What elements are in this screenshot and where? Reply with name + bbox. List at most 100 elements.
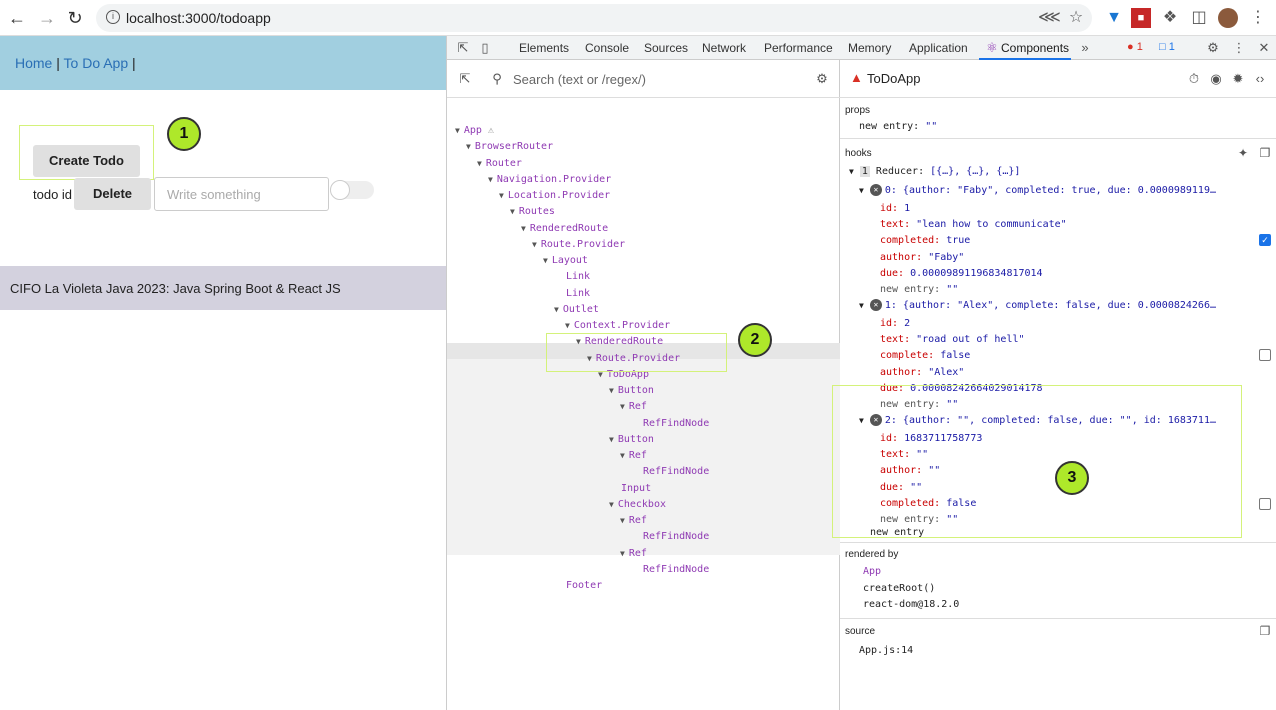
- hook-field[interactable]: author: "Alex": [880, 366, 964, 380]
- source-value[interactable]: App.js:14: [859, 645, 914, 656]
- home-link[interactable]: Home: [15, 55, 53, 71]
- tree-node-location-provider[interactable]: ▼Location.Provider: [499, 188, 610, 204]
- hook-field[interactable]: text: "lean how to communicate": [880, 218, 1067, 232]
- tree-node-context-provider[interactable]: ▼Context.Provider: [565, 318, 670, 334]
- address-bar[interactable]: i localhost:3000/todoapp: [96, 4, 1092, 32]
- tree-node-browserrouter[interactable]: ▼BrowserRouter: [466, 139, 553, 155]
- expand-arrow-icon[interactable]: ▼: [859, 416, 864, 425]
- more-tabs-icon[interactable]: »: [1081, 40, 1089, 55]
- timer-icon[interactable]: ⏱: [1188, 71, 1200, 86]
- tree-node-routes[interactable]: ▼Routes: [510, 204, 555, 220]
- tree-node-ref[interactable]: ▼Ref: [620, 513, 647, 529]
- vuetify-extension-icon[interactable]: ▼: [1106, 9, 1122, 26]
- hook-field[interactable]: text: "": [880, 448, 928, 462]
- expand-arrow-icon[interactable]: ▼: [499, 191, 504, 200]
- expand-arrow-icon[interactable]: ▼: [620, 548, 625, 558]
- hook-field[interactable]: new entry: "": [880, 283, 958, 297]
- puzzle-icon[interactable]: ❖: [1162, 9, 1178, 26]
- expand-arrow-icon[interactable]: ▼: [477, 158, 482, 168]
- hook-field[interactable]: complete: false: [880, 349, 970, 363]
- side-panel-icon[interactable]: ◫: [1191, 9, 1207, 26]
- expand-arrow-icon[interactable]: ▼: [859, 186, 864, 195]
- hook-field[interactable]: id: 1683711758773: [880, 432, 982, 446]
- new-entry-row[interactable]: new entry: [870, 527, 925, 538]
- tree-node-app[interactable]: ▼App ⚠: [455, 123, 494, 139]
- tab-network[interactable]: Network: [702, 41, 747, 55]
- hook-field[interactable]: new entry: "": [880, 513, 958, 527]
- expand-arrow-icon[interactable]: ▼: [587, 353, 592, 363]
- tree-node-ref[interactable]: ▼Ref: [620, 399, 647, 415]
- completed-toggle[interactable]: [330, 180, 374, 200]
- tree-node-button[interactable]: ▼Button: [609, 432, 654, 448]
- tree-node-reffindnode[interactable]: RefFindNode: [643, 562, 709, 578]
- expand-arrow-icon[interactable]: ▼: [620, 516, 625, 525]
- tab-memory[interactable]: Memory: [848, 41, 892, 55]
- eye-icon[interactable]: ◉: [1210, 71, 1222, 86]
- close-icon[interactable]: ✕: [1258, 40, 1270, 55]
- expand-arrow-icon[interactable]: ▼: [609, 386, 614, 395]
- expand-arrow-icon[interactable]: ▼: [521, 223, 526, 233]
- props-new-entry[interactable]: new entry: "": [859, 120, 937, 134]
- copy-icon[interactable]: ❐: [1259, 624, 1271, 638]
- tree-node-renderedroute[interactable]: ▼RenderedRoute: [521, 221, 608, 237]
- tree-node-router[interactable]: ▼Router: [477, 156, 522, 172]
- select-element-icon[interactable]: ⇱: [459, 71, 471, 86]
- tree-node-renderedroute[interactable]: ▼RenderedRoute: [576, 334, 663, 350]
- gear-icon[interactable]: ⚙: [1207, 40, 1219, 55]
- kebab-menu-icon[interactable]: ⋮: [1250, 9, 1266, 26]
- tree-node-ref[interactable]: ▼Ref: [620, 448, 647, 464]
- info-icon[interactable]: i: [106, 10, 120, 24]
- create-todo-button[interactable]: Create Todo: [33, 145, 140, 177]
- avatar[interactable]: [1218, 8, 1238, 28]
- expand-arrow-icon[interactable]: ▼: [543, 256, 548, 265]
- hook-field[interactable]: author: "": [880, 464, 940, 478]
- inspect-icon[interactable]: ⇱: [457, 40, 469, 55]
- hook-item-header[interactable]: ▼ ✕2: {author: "", completed: false, due…: [859, 414, 1216, 428]
- arrow-left-icon[interactable]: ←: [8, 8, 26, 28]
- tab-components[interactable]: Components: [1001, 41, 1070, 55]
- tree-node-ref[interactable]: ▼Ref: [620, 546, 647, 562]
- remove-icon[interactable]: ✕: [869, 414, 882, 426]
- hook-field[interactable]: due: "": [880, 481, 922, 495]
- expand-arrow-icon[interactable]: ▼: [455, 126, 460, 135]
- hook-field[interactable]: completed: false: [880, 497, 976, 511]
- copy-icon[interactable]: ❐: [1259, 146, 1271, 160]
- tree-node-route-provider[interactable]: ▼Route.Provider: [587, 351, 680, 367]
- todo-app-link[interactable]: To Do App: [63, 55, 129, 71]
- share-icon[interactable]: ⋘: [1038, 9, 1061, 26]
- expand-arrow-icon[interactable]: ▼: [565, 321, 570, 330]
- expand-arrow-icon[interactable]: ▼: [598, 369, 603, 379]
- tree-node-link[interactable]: Link: [566, 286, 590, 302]
- expand-arrow-icon[interactable]: ▼: [620, 402, 625, 412]
- expand-arrow-icon[interactable]: ▼: [488, 174, 493, 184]
- tree-node-footer[interactable]: Footer: [566, 578, 602, 594]
- tree-node-route-provider[interactable]: ▼Route.Provider: [532, 237, 625, 253]
- tree-node-input[interactable]: Input: [621, 481, 651, 497]
- tree-node-layout[interactable]: ▼Layout: [543, 253, 588, 269]
- expand-arrow-icon[interactable]: ▼: [576, 337, 581, 347]
- expand-arrow-icon[interactable]: ▼: [859, 301, 864, 310]
- tree-node-reffindnode[interactable]: RefFindNode: [643, 464, 709, 480]
- hook-field[interactable]: author: "Faby": [880, 251, 964, 265]
- wand-icon[interactable]: ✦: [1237, 146, 1249, 160]
- hook-field[interactable]: id: 1: [880, 202, 910, 216]
- delete-button[interactable]: Delete: [74, 178, 151, 210]
- remove-icon[interactable]: ✕: [869, 299, 882, 311]
- tab-application[interactable]: Application: [909, 41, 968, 55]
- todo-text-input[interactable]: Write something: [154, 177, 329, 211]
- expand-arrow-icon[interactable]: ▼: [609, 434, 614, 444]
- hook-field[interactable]: completed: true: [880, 234, 970, 248]
- tree-node-outlet[interactable]: ▼Outlet: [554, 302, 599, 318]
- hook-field[interactable]: text: "road out of hell": [880, 333, 1025, 347]
- completed-checkbox[interactable]: [1259, 349, 1271, 361]
- expand-arrow-icon[interactable]: ▼: [554, 304, 559, 314]
- hook-field[interactable]: id: 2: [880, 317, 910, 331]
- hook-field[interactable]: new entry: "": [880, 398, 958, 412]
- expand-arrow-icon[interactable]: ▼: [466, 142, 471, 152]
- tree-node-reffindnode[interactable]: RefFindNode: [643, 529, 709, 545]
- hook-field[interactable]: due: 0.00008242664029014178: [880, 382, 1043, 396]
- completed-checkbox[interactable]: ✓: [1259, 234, 1271, 246]
- completed-checkbox[interactable]: [1259, 498, 1271, 510]
- gear-icon[interactable]: ⚙: [816, 71, 828, 86]
- tree-node-navigation-provider[interactable]: ▼Navigation.Provider: [488, 172, 611, 188]
